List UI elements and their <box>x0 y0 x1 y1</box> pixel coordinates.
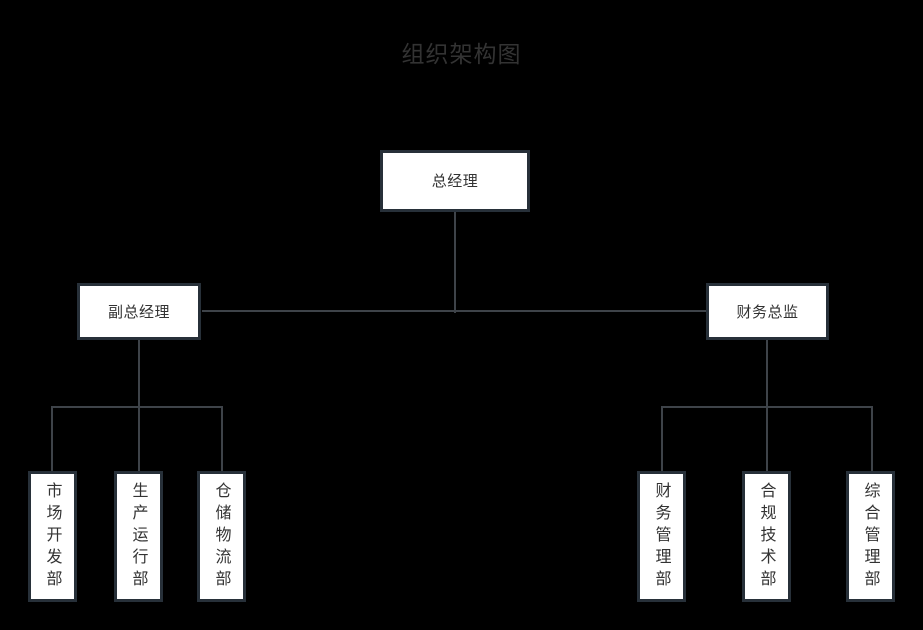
connector-left-stem <box>138 340 140 408</box>
node-market-development-dept[interactable]: 市场开发部 <box>28 471 77 602</box>
node-label: 综合管理部 <box>861 481 881 592</box>
node-label: 仓储物流部 <box>212 481 232 592</box>
node-warehouse-logistics-dept[interactable]: 仓储物流部 <box>197 471 246 602</box>
node-label: 总经理 <box>431 172 479 190</box>
connector-level2-bus <box>202 310 707 312</box>
node-general-management-dept[interactable]: 综合管理部 <box>846 471 895 602</box>
node-financial-management-dept[interactable]: 财务管理部 <box>637 471 686 602</box>
connector-left-bus <box>51 406 223 408</box>
page-title: 组织架构图 <box>401 42 522 68</box>
connector-right-drop-2 <box>766 406 768 472</box>
node-label: 合规技术部 <box>757 481 777 592</box>
node-label: 生产运行部 <box>129 481 149 592</box>
node-label: 财务管理部 <box>652 481 672 592</box>
node-label: 市场开发部 <box>43 481 63 592</box>
connector-right-drop-3 <box>871 406 873 472</box>
node-compliance-technology-dept[interactable]: 合规技术部 <box>742 471 791 602</box>
connector-left-drop-3 <box>221 406 223 472</box>
connector-right-stem <box>766 340 768 408</box>
node-deputy-general-manager[interactable]: 副总经理 <box>77 283 201 340</box>
connector-left-drop-2 <box>138 406 140 472</box>
node-label: 副总经理 <box>107 302 170 321</box>
connector-left-drop-1 <box>51 406 53 472</box>
node-production-operations-dept[interactable]: 生产运行部 <box>114 471 163 602</box>
node-finance-director[interactable]: 财务总监 <box>706 283 829 340</box>
node-label: 财务总监 <box>736 302 799 321</box>
connector-root-stem <box>454 212 456 313</box>
node-general-manager[interactable]: 总经理 <box>380 150 530 212</box>
connector-right-drop-1 <box>661 406 663 472</box>
